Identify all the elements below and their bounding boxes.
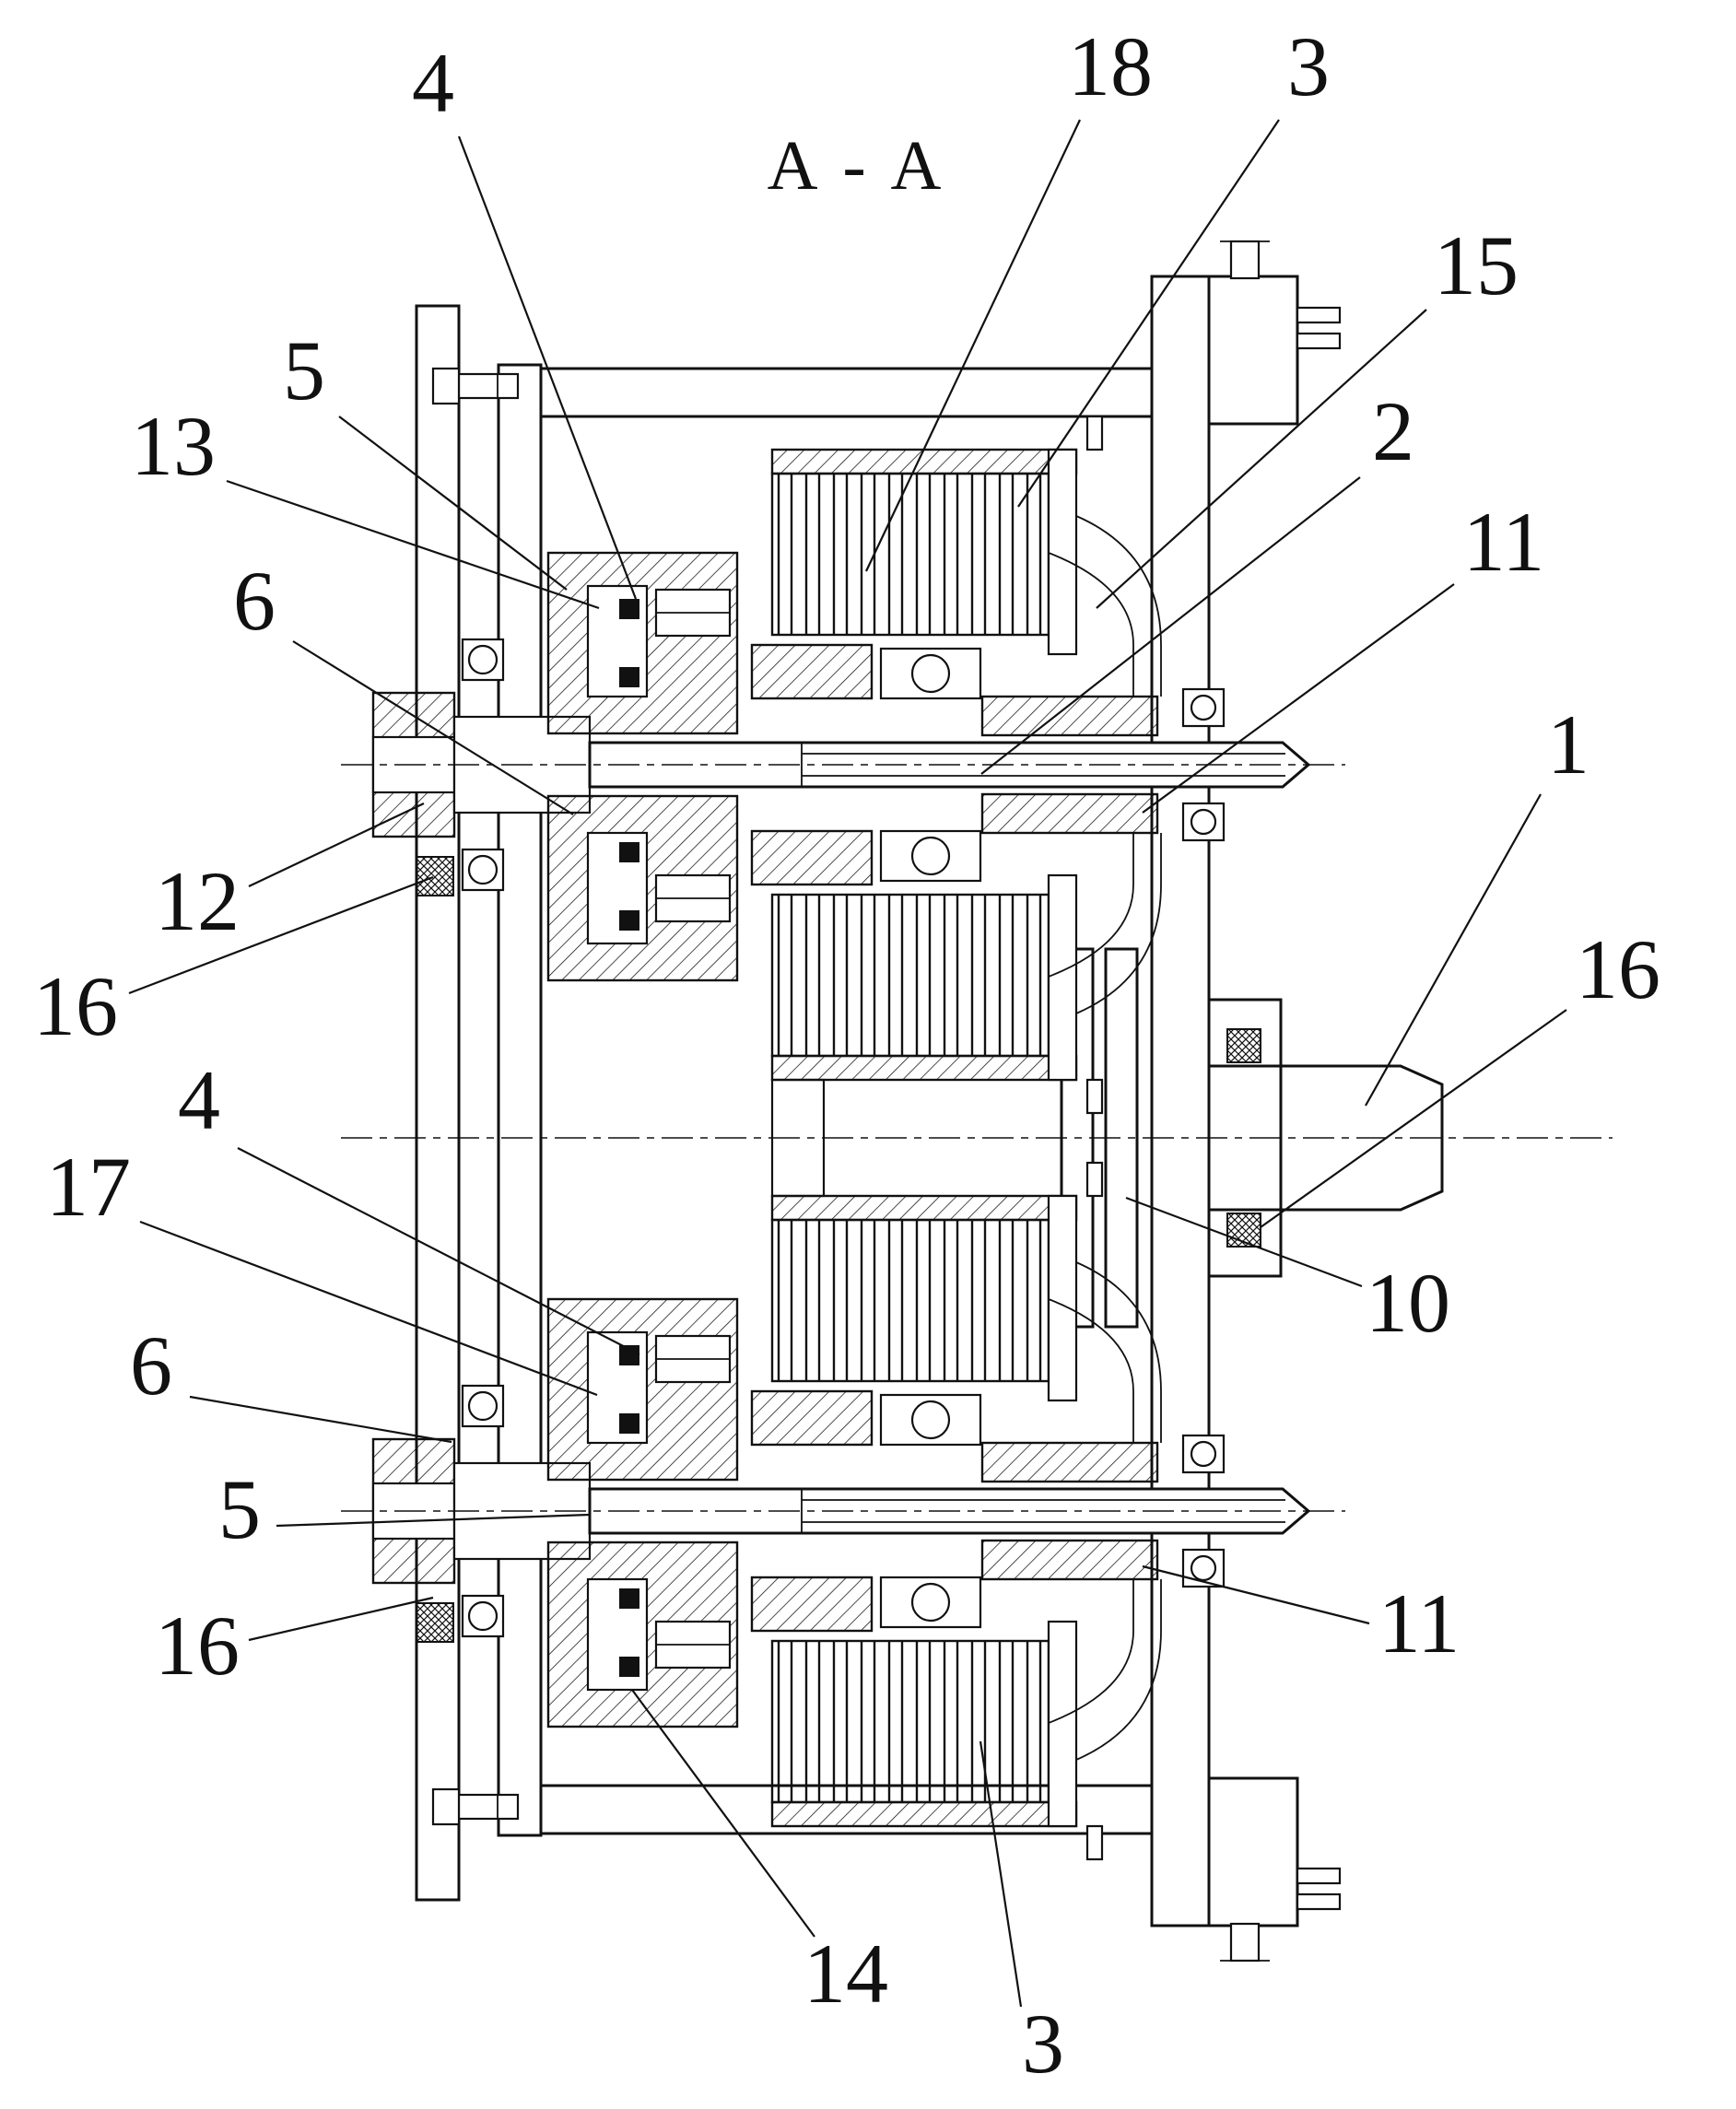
leader-line-4-top	[457, 135, 638, 600]
part-label-5-upper: 5	[283, 323, 325, 417]
part-label-11-lower: 11	[1378, 1576, 1460, 1670]
part-label-14: 14	[803, 1927, 888, 2021]
leader-line-15	[1096, 309, 1427, 609]
leader-line-16-right	[1260, 1009, 1567, 1228]
bolt-top-right	[1220, 240, 1342, 350]
right-bottom-bracket	[1207, 1776, 1299, 1927]
support-ring-upper	[980, 695, 1159, 737]
left-bearing-upper	[461, 638, 505, 682]
top-cover	[539, 367, 1154, 418]
leader-line-3-top	[1017, 119, 1280, 508]
piston-seal	[619, 599, 639, 619]
part-label-12: 12	[155, 854, 240, 948]
shaft-seal	[416, 856, 454, 896]
center-bearing-lower	[879, 829, 982, 883]
right-bearing-upper	[1181, 687, 1226, 728]
part-label-5-lower: 5	[218, 1462, 261, 1556]
right-bearing-lower	[1181, 802, 1226, 842]
leader-line-17	[139, 1220, 598, 1397]
left-bearing-lower	[461, 848, 505, 892]
leader-line-4-mid	[237, 1147, 640, 1355]
leader-line-3-lower	[979, 1740, 1023, 2008]
part-label-10: 10	[1366, 1256, 1450, 1350]
part-label-11-upper: 11	[1463, 495, 1545, 589]
piston-seal	[619, 667, 639, 687]
part-label-2: 2	[1372, 384, 1414, 478]
leader-line-11-lower	[1142, 1564, 1370, 1625]
leader-line-6-upper	[292, 640, 574, 815]
inner-hub-upper	[750, 643, 874, 700]
part-label-4-top: 4	[412, 36, 454, 130]
bolt-top-left	[431, 367, 520, 405]
leader-line-6-lower	[189, 1395, 452, 1444]
bolt-bottom-right	[1220, 1867, 1342, 1963]
part-label-3-top: 3	[1287, 19, 1330, 113]
part-label-3-lower: 3	[1022, 1997, 1064, 2091]
leader-line-13	[226, 479, 600, 610]
leader-line-5-upper	[338, 416, 568, 591]
housing	[415, 240, 1342, 1963]
leader-line-16-left-lower	[248, 1596, 434, 1642]
leader-line-12	[248, 803, 425, 887]
bolt-bottom-left	[431, 1787, 520, 1826]
piston-seal	[619, 842, 639, 862]
leader-line-2	[980, 476, 1361, 775]
drum-bolt	[1085, 1078, 1104, 1115]
part-label-6-upper: 6	[233, 554, 276, 648]
left-inner-plate	[497, 363, 543, 1837]
leader-line-16-left-upper	[128, 875, 434, 995]
leader-line-18	[865, 119, 1081, 572]
right-plate	[1150, 275, 1211, 1927]
leader-line-14	[631, 1689, 815, 1938]
part-label-13: 13	[131, 399, 216, 493]
part-label-1: 1	[1547, 697, 1589, 791]
center-bearing-upper	[879, 647, 982, 700]
leader-line-1	[1365, 793, 1542, 1107]
leader-line-5-lower	[276, 1513, 591, 1528]
leader-line-10	[1125, 1196, 1363, 1288]
part-label-17: 17	[46, 1140, 131, 1234]
leader-line-11-upper	[1142, 583, 1455, 814]
centerlines	[341, 764, 1613, 1512]
support-ring-lower	[980, 792, 1159, 835]
clutch-disc-pack-lower	[770, 893, 1050, 1058]
piston-seal	[619, 910, 639, 931]
part-label-16-left-upper: 16	[33, 959, 118, 1053]
part-label-6-lower: 6	[130, 1318, 172, 1412]
left-outer-plate	[415, 304, 461, 1902]
drum-wall-upper	[1047, 448, 1078, 656]
right-top-bracket	[1207, 275, 1299, 426]
seal-output-upper	[1226, 1028, 1261, 1063]
clutch-drum-plate-upper	[770, 448, 1078, 475]
part-label-16-left-lower: 16	[155, 1599, 240, 1693]
clutch-disc-pack-upper	[770, 472, 1050, 637]
part-label-18: 18	[1068, 19, 1153, 113]
drum-wall-lower	[1047, 873, 1078, 1082]
bell-housing	[1075, 515, 1162, 697]
part-label-15: 15	[1434, 218, 1519, 312]
drum-bolt	[1085, 415, 1104, 451]
section-title: A - A	[768, 127, 947, 205]
upper-clutch-unit	[371, 415, 1311, 1115]
clutch-drum-plate-lower	[770, 1054, 1078, 1082]
part-label-16-right: 16	[1576, 922, 1660, 1016]
inner-hub-lower	[750, 829, 874, 886]
part-label-4-mid: 4	[178, 1053, 220, 1147]
